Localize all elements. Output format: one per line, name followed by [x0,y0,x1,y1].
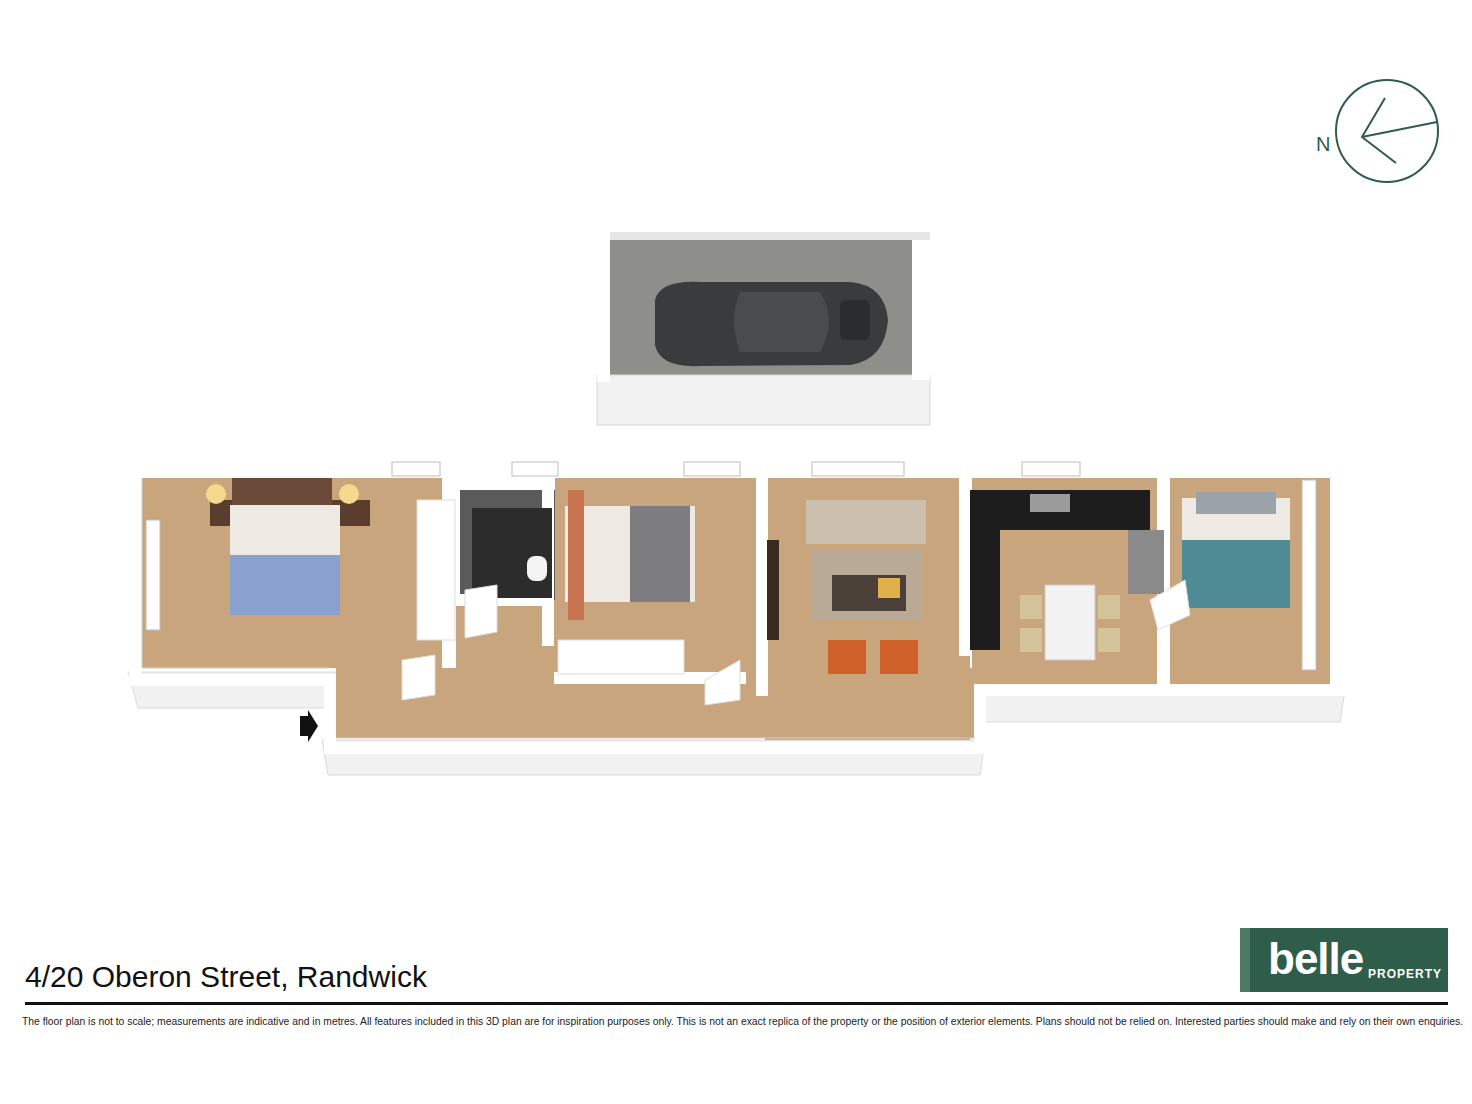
bedroom-1 [206,478,455,700]
wall-edges [142,478,975,738]
bedroom-3 [1150,492,1290,630]
compass-circle [1336,80,1438,182]
compass-label: N [1316,133,1330,156]
floors [142,478,1330,740]
windows [146,462,1316,670]
bathroom [465,508,552,638]
title: 4/20 Oberon Street, Randwick [25,960,427,994]
bathroom-floor [460,490,555,600]
logo-box: bellePROPERTY [1240,928,1448,992]
kitchen [970,490,1164,660]
caption: The floor plan is not to scale; measurem… [22,1016,1463,1027]
living [767,500,926,674]
bedroom-2 [558,490,740,705]
walls [135,470,1340,748]
entry-arrow [300,710,318,742]
title-rule [25,1002,1448,1005]
logo-wordmark: belle [1268,934,1363,984]
compass-arrow [1362,98,1437,163]
logo-subtext: PROPERTY [1368,967,1442,981]
garage [597,232,930,425]
